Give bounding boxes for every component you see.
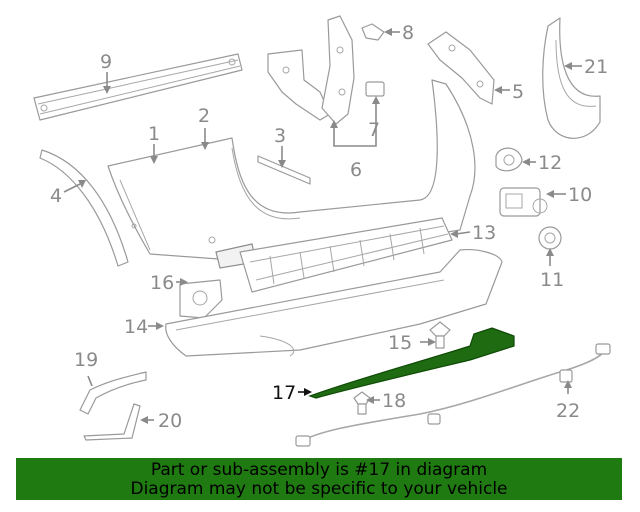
callout-21[interactable]: 21	[584, 56, 608, 78]
callout-7[interactable]: 7	[368, 119, 380, 141]
callout-10[interactable]: 10	[568, 184, 592, 206]
part-15-clip[interactable]	[429, 321, 451, 349]
callout-17[interactable]: 17	[272, 382, 296, 404]
callout-22[interactable]: 22	[556, 400, 580, 422]
part-14-lower-cover[interactable]	[165, 249, 503, 357]
part-6-bracket-right[interactable]	[321, 15, 355, 125]
part-18-clip[interactable]	[353, 391, 371, 415]
callout-16[interactable]: 16	[150, 272, 174, 294]
part-11-sensor-ring[interactable]	[538, 226, 562, 250]
callout-8[interactable]: 8	[402, 22, 414, 44]
part-16-lamp-bracket[interactable]	[179, 279, 223, 319]
callout-9[interactable]: 9	[100, 51, 112, 73]
callout-12[interactable]: 12	[538, 152, 562, 174]
callout-5[interactable]: 5	[512, 81, 524, 103]
part-10-sensor[interactable]	[499, 187, 548, 217]
callout-14[interactable]: 14	[124, 316, 148, 338]
part-13-energy-absorber[interactable]	[239, 217, 453, 293]
callout-13[interactable]: 13	[472, 222, 496, 244]
part-5-side-retainer[interactable]	[427, 31, 495, 105]
banner-line-2: Diagram may not be specific to your vehi…	[130, 479, 508, 499]
callout-20[interactable]: 20	[158, 410, 182, 432]
callout-18[interactable]: 18	[382, 390, 406, 412]
callout-labels: 9 2 3 1 4 6 7 8 5 21 12 10 11 13 16 14 1…	[50, 22, 608, 432]
leader-lines	[63, 28, 582, 424]
part-4-side-flare[interactable]	[39, 149, 129, 267]
part-21-mud-guard[interactable]	[542, 17, 601, 139]
part-1-bumper-cover[interactable]	[107, 79, 476, 269]
part-17-trim-strip[interactable]	[308, 327, 515, 399]
callout-6[interactable]: 6	[350, 159, 362, 181]
part-22-wire-harness[interactable]	[295, 343, 611, 447]
part-3-strip[interactable]	[257, 155, 311, 185]
part-9-reinforcement-bar[interactable]	[33, 53, 243, 121]
diagram-notice-banner: Part or sub-assembly is #17 in diagram D…	[16, 458, 622, 500]
banner-line-1: Part or sub-assembly is #17 in diagram	[150, 460, 488, 480]
callout-19[interactable]: 19	[74, 349, 98, 371]
part-19-trim-piece[interactable]	[79, 371, 147, 415]
part-7-retainer[interactable]	[365, 81, 385, 97]
callout-3[interactable]: 3	[274, 125, 286, 147]
part-8-clip[interactable]	[361, 23, 385, 41]
exploded-parts-diagram: 9 2 3 1 4 6 7 8 5 21 12 10 11 13 16 14 1…	[33, 15, 611, 447]
callout-15[interactable]: 15	[388, 332, 412, 354]
callout-4[interactable]: 4	[50, 185, 62, 207]
part-12-sensor-bezel[interactable]	[495, 147, 523, 172]
callout-11[interactable]: 11	[540, 269, 564, 291]
callout-1[interactable]: 1	[148, 123, 160, 145]
part-6-bracket-left[interactable]	[267, 49, 331, 121]
callout-2[interactable]: 2	[198, 105, 210, 127]
part-20-trim-piece[interactable]	[83, 403, 141, 441]
